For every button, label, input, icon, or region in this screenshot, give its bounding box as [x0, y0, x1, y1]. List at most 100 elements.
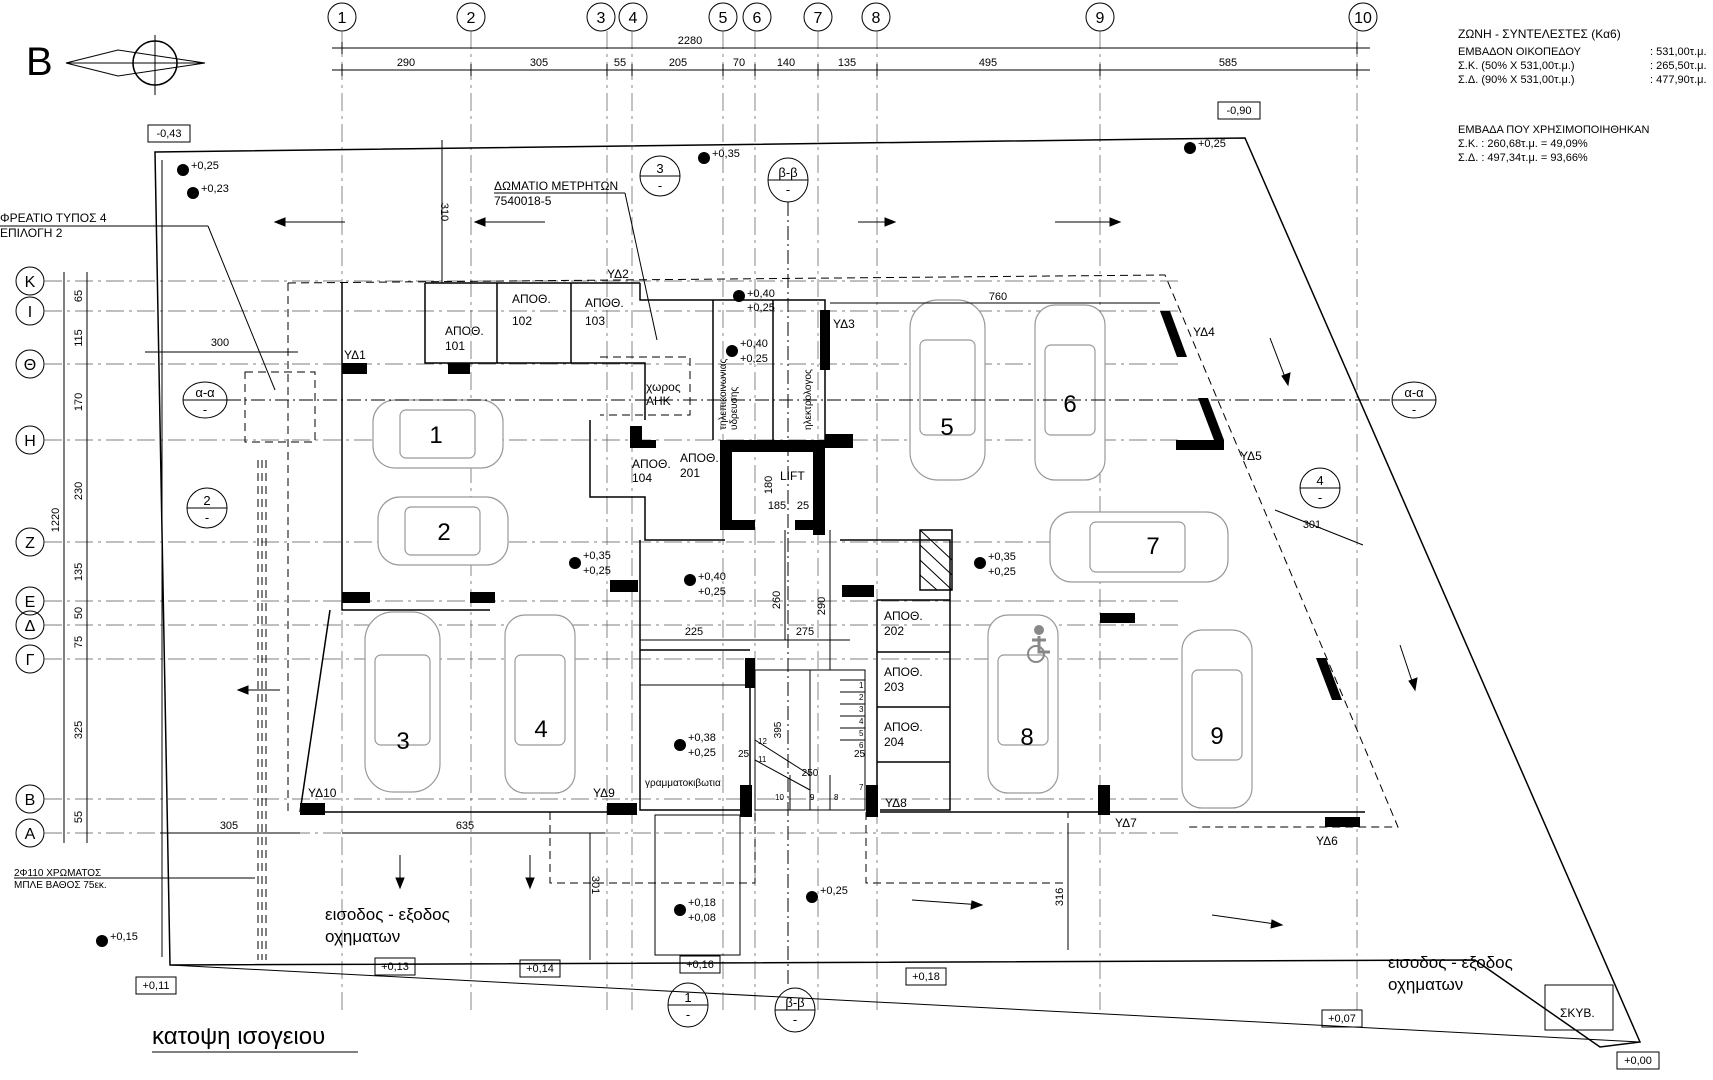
svg-text:ΥΔ3: ΥΔ3 — [833, 317, 855, 331]
svg-text:-: - — [205, 510, 209, 525]
spot-level-marker: +0,35 — [698, 148, 740, 164]
svg-text:ΥΔ10: ΥΔ10 — [308, 786, 337, 800]
stair-step-label: 2 — [859, 693, 864, 702]
grid-bubble-3: 3 — [586, 2, 616, 1010]
svg-text:-: - — [786, 182, 790, 197]
lift-label: LIFT — [780, 469, 805, 483]
svg-text:290: 290 — [397, 57, 415, 69]
svg-text:+0,35: +0,35 — [583, 550, 611, 562]
total-width-dimension: 2280 — [678, 35, 702, 47]
section-marker-aa-right: α-α - — [1391, 381, 1437, 419]
svg-text:Α: Α — [25, 826, 36, 843]
svg-text:-: - — [686, 1007, 690, 1022]
svg-text:Δ: Δ — [25, 618, 36, 635]
svg-text:ΑΠΟΘ.: ΑΠΟΘ. — [680, 451, 719, 465]
used-area-row: Σ.Κ. : 260,68τ.μ. = 49,09% — [1458, 138, 1588, 150]
svg-text:ΥΔ6: ΥΔ6 — [1316, 834, 1338, 848]
svg-text:+0,25: +0,25 — [820, 885, 848, 897]
svg-text:β-β: β-β — [785, 995, 804, 1010]
parking-number: 3 — [396, 728, 409, 755]
svg-text:185: 185 — [768, 500, 786, 512]
annotations: ΔΩΜΑΤΙΟ ΜΕΤΡΗΤΩΝ 7540018-5 ΦΡΕΑΤΙΟ ΤΥΠΟΣ… — [0, 179, 1614, 1031]
svg-text:α-α: α-α — [195, 385, 215, 400]
section-marker-1: 1- — [667, 982, 709, 1028]
parking-spaces: 1 2 3 4 5 6 7 8 9 — [396, 391, 1223, 755]
stair-step-label: 7 — [859, 783, 864, 792]
svg-text:65: 65 — [73, 290, 85, 302]
svg-text:ΥΔ1: ΥΔ1 — [344, 348, 366, 362]
svg-text:+0,40: +0,40 — [698, 571, 726, 583]
grid-bubble-Th: Θ — [15, 349, 45, 379]
grid-bubble-4: 4 — [618, 2, 648, 1010]
top-dimension-chain: 2280 290 305 55 205 70 140 135 495 585 — [332, 35, 1370, 76]
section-marker-4: 4- — [1299, 467, 1341, 509]
svg-text:5: 5 — [719, 10, 728, 27]
svg-text:ΥΔ8: ΥΔ8 — [885, 796, 907, 810]
svg-text:Ζ: Ζ — [25, 535, 35, 552]
car-outline — [1181, 629, 1253, 809]
svg-text:-: - — [793, 1012, 797, 1027]
svg-text:ΑΠΟΘ.: ΑΠΟΘ. — [632, 457, 671, 471]
stair-step-label: 8 — [834, 793, 839, 802]
svg-text:+0,35: +0,35 — [988, 551, 1016, 563]
svg-text:310: 310 — [438, 203, 450, 221]
drawing-title-text: κατοψη ισογειου — [152, 1023, 325, 1050]
structural-columns — [300, 310, 1360, 827]
svg-text:101: 101 — [445, 339, 465, 353]
svg-text:50: 50 — [73, 607, 85, 619]
svg-text:140: 140 — [777, 57, 795, 69]
spot-level-marker: +0,18+0,08 — [674, 897, 716, 924]
svg-text:+0,25: +0,25 — [1198, 138, 1226, 150]
spot-level-marker: +0,15 — [96, 931, 138, 947]
svg-text:75: 75 — [73, 636, 85, 648]
svg-text:+0,14: +0,14 — [526, 963, 554, 975]
svg-text:395: 395 — [773, 721, 784, 738]
svg-text:+0,18: +0,18 — [912, 971, 940, 983]
svg-text:-: - — [1412, 402, 1416, 417]
svg-text:+0,25: +0,25 — [688, 747, 716, 759]
svg-text:104: 104 — [632, 471, 652, 485]
staircase: 1 2 3 4 5 6 7 8 9 10 11 12 — [754, 669, 866, 811]
svg-text:170: 170 — [73, 393, 85, 411]
north-letter: B — [26, 40, 53, 84]
svg-text:Ε: Ε — [25, 594, 36, 611]
meter-code: 7540018-5 — [494, 194, 552, 208]
car-outline — [1034, 304, 1106, 481]
svg-text:180: 180 — [763, 476, 775, 494]
stair-step-label: 11 — [758, 755, 767, 764]
svg-text:230: 230 — [73, 482, 85, 500]
svg-text:1: 1 — [684, 990, 691, 1005]
svg-text:102: 102 — [512, 314, 532, 328]
interior-dimensions: 310 300 760 301 180 185 25 225 275 260 2… — [145, 140, 1364, 960]
north-arrow: B — [26, 35, 206, 95]
svg-text:25: 25 — [738, 749, 750, 760]
svg-text:+0,00: +0,00 — [1624, 1055, 1652, 1067]
svg-text:70: 70 — [733, 57, 745, 69]
svg-text:Γ: Γ — [26, 652, 35, 669]
site-row-label: Σ.Δ. (90% X 531,00τ.μ.) — [1458, 74, 1575, 86]
svg-text:585: 585 — [1219, 57, 1237, 69]
svg-text:2: 2 — [203, 493, 210, 508]
svg-text:3: 3 — [597, 10, 606, 27]
svg-text:8: 8 — [872, 10, 881, 27]
electric-label: ηλεκτρολογος — [803, 369, 814, 430]
svg-text:ΑΠΟΘ.: ΑΠΟΘ. — [445, 324, 484, 338]
spot-level-marker: +0,23 — [187, 183, 229, 199]
svg-text:55: 55 — [73, 811, 85, 823]
site-data-heading: ΖΩΝΗ - ΣΥΝΤΕΛΕΣΤΕΣ (Κα6) — [1458, 27, 1621, 41]
svg-text:-: - — [1318, 490, 1322, 505]
grid-bubble-B: Β — [15, 784, 45, 814]
parking-number: 6 — [1063, 391, 1076, 418]
grid-bubble-A: Α — [15, 818, 45, 848]
svg-text:ΑΠΟΘ.: ΑΠΟΘ. — [884, 609, 923, 623]
svg-text:ΥΔ2: ΥΔ2 — [607, 267, 629, 281]
svg-text:2: 2 — [467, 10, 476, 27]
svg-text:225: 225 — [685, 626, 703, 638]
car-outline — [909, 299, 986, 481]
section-marker-3: 3- — [639, 155, 681, 197]
svg-text:3: 3 — [656, 161, 663, 176]
left-dimension-chain: 1220 65 115 170 230 135 50 75 325 55 — [50, 272, 88, 843]
stair-step-label: 10 — [775, 793, 784, 802]
stair-step-label: 5 — [859, 729, 864, 738]
svg-text:α-α: α-α — [1404, 385, 1424, 400]
